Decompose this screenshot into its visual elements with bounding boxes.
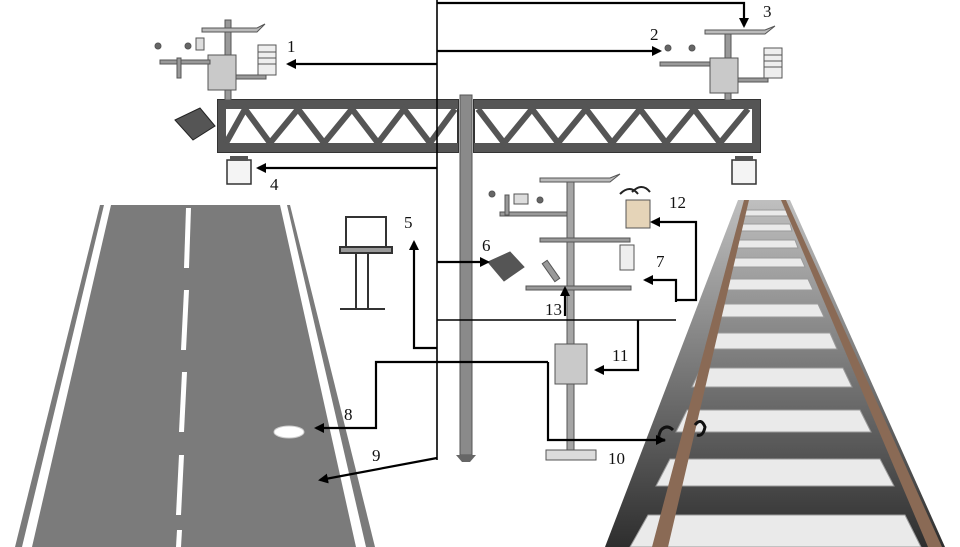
truss-right: [473, 99, 761, 153]
label-13: 13: [545, 300, 562, 319]
road: [15, 205, 375, 547]
gantry-pole-base: [456, 455, 476, 462]
truss-left: [217, 99, 459, 153]
gantry-camera: [174, 107, 216, 141]
label-7: 7: [656, 252, 665, 271]
arrow-10: [546, 362, 666, 445]
label-10: 10: [608, 449, 625, 468]
road-sensor-disc: [273, 425, 305, 439]
label-12: 12: [669, 193, 686, 212]
overhead-gantry: [217, 94, 761, 462]
gantry-pole: [459, 94, 473, 456]
label-8: 8: [344, 405, 353, 424]
label-11: 11: [612, 346, 629, 365]
arrow-5: [409, 240, 437, 350]
rail-left: [652, 200, 749, 547]
label-6: 6: [482, 236, 491, 255]
arrow-8: [314, 360, 548, 433]
arrow-9: [318, 456, 438, 484]
label-5: 5: [404, 213, 413, 232]
arrow-11: [594, 320, 640, 375]
weather-station-left: [154, 19, 277, 101]
label-3: 3: [763, 2, 772, 21]
label-2: 2: [650, 25, 659, 44]
arrow-7: [643, 275, 678, 302]
road-center-dashes: [176, 208, 191, 547]
label-1: 1: [287, 37, 296, 56]
under-gantry-sensor-right: [731, 156, 757, 185]
weather-station-right: [659, 25, 783, 101]
roadside-sign-device: [339, 216, 393, 310]
leader-lines: [436, 0, 676, 460]
arrow-3: [437, 1, 749, 28]
arrow-12: [650, 217, 698, 302]
sleepers: [629, 209, 922, 547]
label-9: 9: [372, 446, 381, 465]
leader-arrows: [256, 1, 749, 484]
under-gantry-sensor-left: [226, 156, 252, 185]
label-4: 4: [270, 175, 279, 194]
railway-track: [605, 200, 945, 547]
central-monitoring-mast: [487, 173, 651, 461]
rail-right: [781, 200, 942, 547]
